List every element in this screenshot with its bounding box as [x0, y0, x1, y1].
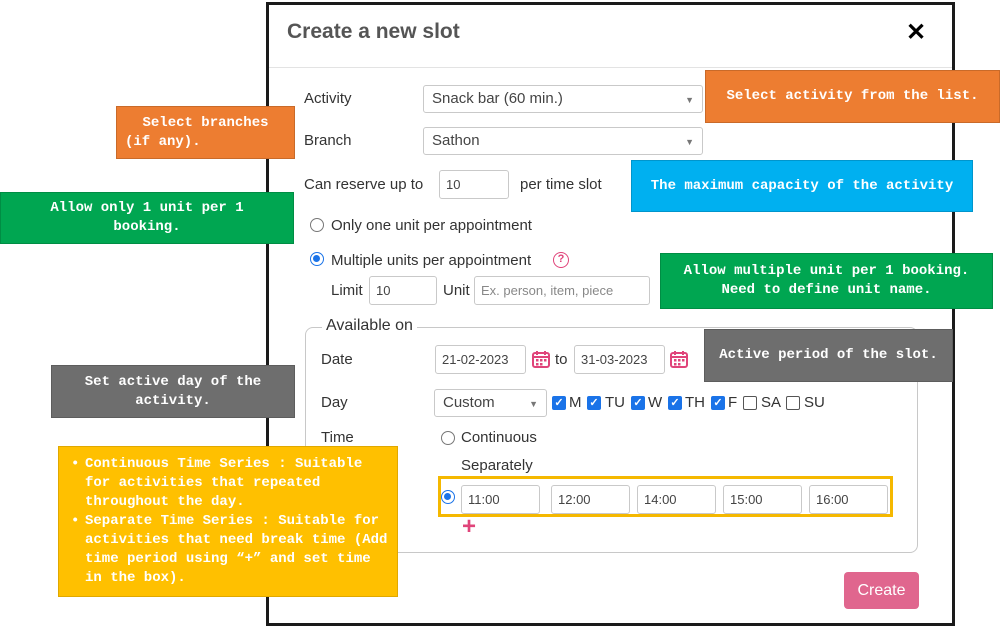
callout-active-day-line2: activity.	[135, 392, 211, 409]
time-slot-input[interactable]: 11:00	[461, 485, 540, 514]
dialog-title: Create a new slot	[287, 20, 460, 43]
checkbox-day-tu[interactable]: ✓	[587, 396, 601, 410]
checkbox-day-m[interactable]: ✓	[552, 396, 566, 410]
help-icon[interactable]: ?	[553, 252, 569, 268]
time-separately-label: Separately	[461, 457, 533, 474]
activity-select-value: Snack bar (60 min.)	[432, 90, 563, 107]
limit-label: Limit	[331, 282, 363, 299]
unit-label: Unit	[443, 282, 470, 299]
header-divider	[269, 67, 952, 68]
time-continuous-label: Continuous	[461, 429, 537, 446]
date-to-input[interactable]: 31-03-2023	[574, 345, 665, 374]
chevron-down-icon: ▼	[685, 137, 694, 147]
day-label: Day	[321, 394, 348, 411]
callout-allow-one-unit: Allow only 1 unit per 1 booking.	[0, 192, 294, 244]
callout-allow-multi-line2: Need to define unit name.	[721, 282, 932, 298]
day-su-label: SU	[804, 394, 825, 411]
activity-label: Activity	[304, 90, 352, 107]
chevron-down-icon: ▼	[685, 95, 694, 105]
callout-allow-multiple-units: Allow multiple unit per 1 booking. Need …	[660, 253, 993, 309]
close-icon[interactable]: ✕	[906, 19, 927, 46]
day-mode-value: Custom	[443, 394, 495, 411]
branch-select[interactable]: Sathon ▼	[423, 127, 703, 155]
calendar-icon[interactable]	[531, 349, 551, 369]
date-to-label: to	[555, 351, 568, 368]
callout-active-day-line1: Set active day of the	[84, 373, 262, 390]
callout-select-activity-text: Select activity from the list.	[726, 88, 979, 104]
limit-input[interactable]: 10	[369, 276, 437, 305]
capacity-input[interactable]: 10	[439, 170, 509, 199]
checkbox-day-f[interactable]: ✓	[711, 396, 725, 410]
callout-active-day: Set active day of the activity.	[51, 365, 295, 418]
multiple-units-label: Multiple units per appointment	[331, 252, 532, 269]
branch-select-value: Sathon	[432, 132, 480, 149]
day-m-label: M	[569, 394, 582, 411]
callout-allow-multi-line1: Allow multiple unit per 1 booking.	[683, 263, 970, 279]
time-slot-input[interactable]: 12:00	[551, 485, 630, 514]
day-f-label: F	[728, 394, 738, 411]
available-on-fieldset	[305, 327, 918, 553]
callout-max-capacity: The maximum capacity of the activity	[631, 160, 973, 212]
radio-time-separately[interactable]	[441, 490, 455, 504]
time-slot-input[interactable]: 15:00	[723, 485, 802, 514]
day-th-label: TH	[685, 394, 705, 411]
date-label: Date	[321, 351, 353, 368]
day-sa-label: SA	[761, 394, 782, 411]
callout-max-capacity-text: The maximum capacity of the activity	[650, 177, 954, 194]
radio-single-unit[interactable]	[310, 218, 324, 232]
time-slot-input[interactable]: 16:00	[809, 485, 888, 514]
chevron-down-icon: ▼	[529, 399, 538, 409]
callout-select-branches: Select branches (if any).	[116, 106, 295, 159]
reserve-prefix-label: Can reserve up to	[304, 176, 424, 193]
callout-time-series-item: Continuous Time Series : Suitable for ac…	[67, 455, 389, 512]
day-tu-label: TU	[605, 394, 625, 411]
callout-time-series: Continuous Time Series : Suitable for ac…	[58, 446, 398, 597]
add-time-icon[interactable]: +	[462, 513, 477, 540]
reserve-suffix-label: per time slot	[520, 176, 602, 193]
unit-name-input[interactable]: Ex. person, item, piece	[474, 276, 650, 305]
create-button[interactable]: Create	[844, 572, 919, 609]
checkbox-day-w[interactable]: ✓	[631, 396, 645, 410]
day-mode-select[interactable]: Custom ▼	[434, 389, 547, 417]
callout-select-branches-line2: (if any).	[125, 133, 201, 150]
single-unit-label: Only one unit per appointment	[331, 217, 532, 234]
day-w-label: W	[648, 394, 663, 411]
branch-label: Branch	[304, 132, 352, 149]
callout-select-branches-line1: Select branches	[142, 114, 269, 131]
date-from-input[interactable]: 21-02-2023	[435, 345, 526, 374]
radio-time-continuous[interactable]	[441, 431, 455, 445]
time-slots-highlight	[438, 476, 893, 517]
available-on-legend: Available on	[322, 317, 417, 335]
callout-allow-one-line1: Allow only 1 unit per 1	[50, 200, 244, 216]
callout-active-period: Active period of the slot.	[704, 329, 953, 382]
checkbox-day-sa[interactable]	[743, 396, 757, 410]
callout-time-series-item: Separate Time Series : Suitable for acti…	[67, 512, 389, 588]
time-slot-input[interactable]: 14:00	[637, 485, 716, 514]
callout-time-series-list: Continuous Time Series : Suitable for ac…	[67, 455, 389, 588]
radio-multiple-units[interactable]	[310, 252, 324, 266]
calendar-icon[interactable]	[669, 349, 689, 369]
callout-active-period-text: Active period of the slot.	[719, 347, 938, 363]
callout-allow-one-line2: booking.	[113, 219, 181, 235]
callout-select-activity: Select activity from the list.	[705, 70, 1000, 123]
activity-select[interactable]: Snack bar (60 min.) ▼	[423, 85, 703, 113]
checkbox-day-su[interactable]	[786, 396, 800, 410]
time-label: Time	[321, 429, 354, 446]
checkbox-day-th[interactable]: ✓	[668, 396, 682, 410]
